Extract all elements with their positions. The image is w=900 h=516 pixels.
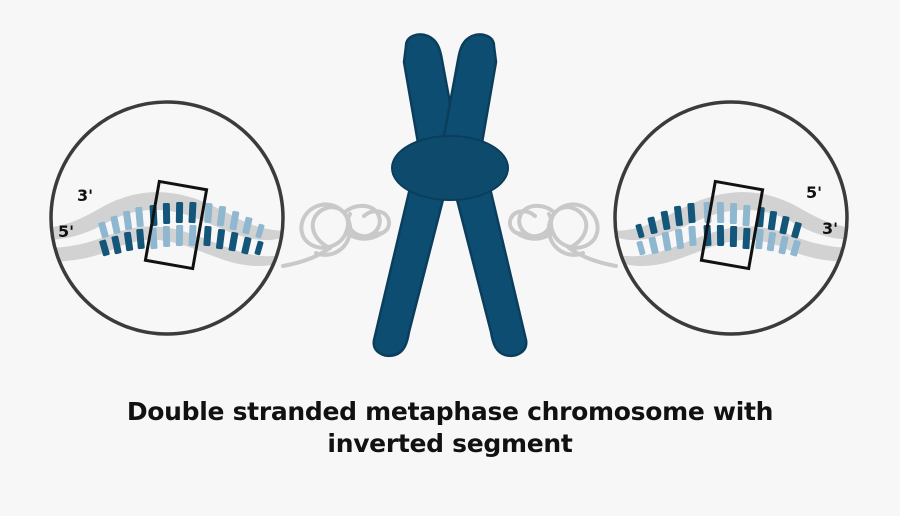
base-pairs-left-inverted (149, 201, 197, 250)
figure-caption: Double stranded metaphase chromosome wit… (60, 396, 840, 460)
left-strand-label-top: 3' (77, 186, 94, 205)
base-pairs-right-outer (635, 202, 802, 257)
chromatin-loop-left (281, 202, 391, 268)
left-dna-callout (49, 100, 285, 336)
callout-circle-left (49, 100, 285, 336)
right-strand-label-bottom: 3' (822, 219, 839, 238)
metaphase-chromosome (372, 33, 528, 357)
caption-line-1: Double stranded metaphase chromosome wit… (126, 397, 774, 426)
centromere (391, 135, 509, 201)
callout-circle-right (613, 100, 849, 336)
left-strand-label-bottom: 5' (58, 222, 75, 241)
inversion-box-right (699, 179, 765, 271)
inversion-box-left (143, 179, 209, 271)
base-pairs-left-outer (98, 202, 265, 257)
right-strand-label-top: 5' (806, 183, 823, 202)
right-dna-callout (613, 100, 849, 336)
chromatin-loop-right (508, 202, 618, 268)
caption-line-2: inverted segment (327, 429, 573, 458)
